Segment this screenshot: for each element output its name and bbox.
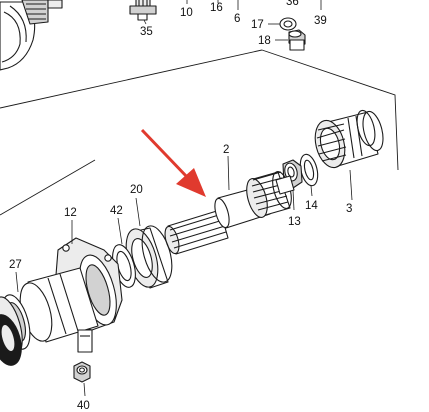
part-40-nut[interactable]: [73, 361, 91, 383]
label-12: 12: [64, 207, 77, 219]
part-12-housing[interactable]: [14, 237, 123, 353]
part-20-bearing[interactable]: [120, 223, 177, 291]
label-20: 20: [130, 184, 143, 196]
part-27-seal[interactable]: [0, 292, 35, 369]
label-40: 40: [77, 400, 90, 412]
label-27: 27: [9, 259, 22, 271]
label-14: 14: [305, 200, 318, 212]
label-39: 39: [314, 15, 327, 27]
part-2-shaft[interactable]: [162, 170, 295, 256]
label-2: 2: [223, 144, 229, 156]
part-17-washer[interactable]: [279, 17, 297, 31]
assembly-frame: [0, 49, 399, 216]
part-18-plug[interactable]: [288, 29, 306, 51]
label-3: 3: [346, 203, 352, 215]
label-17: 17: [251, 19, 264, 31]
label-36: 36: [286, 0, 299, 8]
part-3-bearing[interactable]: [311, 109, 387, 171]
label-42: 42: [110, 205, 123, 217]
label-16: 16: [210, 2, 223, 14]
part-14-ring[interactable]: [297, 153, 320, 188]
label-18: 18: [258, 35, 271, 47]
label-13: 13: [288, 216, 301, 228]
label-35: 35: [140, 26, 153, 38]
part-housing-top-left[interactable]: [0, 0, 63, 71]
label-10: 10: [180, 7, 193, 19]
label-6: 6: [234, 13, 240, 25]
red-arrow-icon: [140, 128, 206, 197]
part-35-bolt[interactable]: [129, 0, 157, 21]
